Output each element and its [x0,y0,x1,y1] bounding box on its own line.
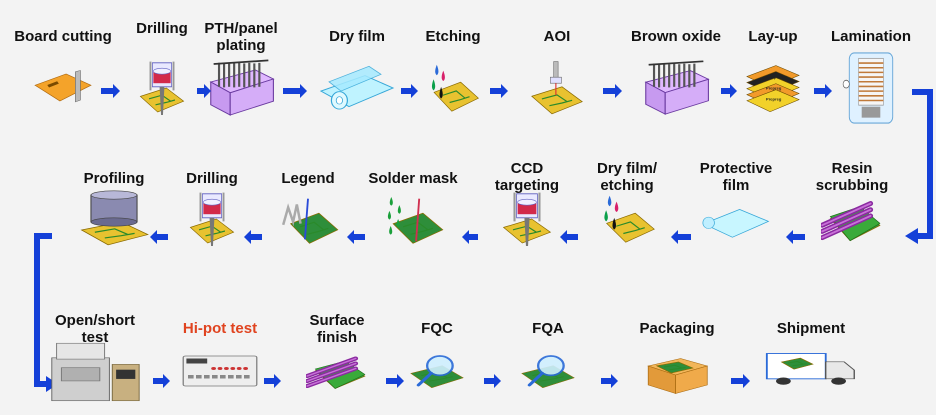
roller-icon [821,200,881,241]
step-label-ccd-targeting: CCD targeting [494,160,560,194]
step-label-surface-finish: Surface finish [309,312,365,346]
step-label-legend: Legend [281,170,335,187]
film-sheet-icon [702,208,770,238]
step-label-etching: Etching [425,28,481,45]
tester-device-icon [182,355,258,386]
step-label-lay-up: Lay-up [748,28,798,45]
magnifier-icon [521,354,575,388]
plating-tank-icon [209,59,275,116]
step-label-shipment: Shipment [776,320,846,337]
step-label-dry-film-etching: Dry film/ etching [596,160,658,194]
drill-icon [189,192,235,246]
test-machine-icon [51,342,140,401]
drill-icon [502,192,552,246]
step-label-solder-mask: Solder mask [368,170,458,187]
step-label-fqa: FQA [532,320,564,337]
step-label-board-cutting: Board cutting [14,28,112,45]
press-icon [842,51,894,124]
layer-text: Prepreg [766,97,782,102]
step-label-lamination: Lamination [830,28,912,45]
step-label-fqc: FQC [421,320,453,337]
etching-icon [604,195,655,243]
layer-text: Prepreg [766,86,782,91]
step-label-drilling-1: Drilling [136,20,188,37]
step-label-resin-scrubbing: Resin scrubbing [815,160,889,194]
step-label-drilling-2: Drilling [186,170,238,187]
drill-icon [139,61,185,115]
solder-mask-icon [387,196,444,244]
step-label-aoi: AOI [543,28,571,45]
step-label-pth-panel-plating: PTH/panel plating [204,20,278,54]
roller-icon [306,356,366,389]
etching-icon [431,64,479,112]
connector-arrowhead [905,228,918,244]
step-label-packaging: Packaging [639,320,715,337]
router-icon [80,190,149,245]
magnifier-icon [410,354,464,388]
step-label-brown-oxide: Brown oxide [630,28,722,45]
film-roll-icon [319,65,395,110]
layer-text: Copper foil [766,75,787,80]
step-label-profiling: Profiling [83,170,145,187]
box-icon [647,357,709,394]
plating-tank-icon [644,59,710,115]
step-label-protective-film: Protective film [699,160,773,194]
truck-icon [765,352,855,385]
legend-print-icon [282,198,339,244]
board-icon [34,70,92,103]
inspection-probe-icon [531,60,583,114]
step-label-dry-film: Dry film [329,28,385,45]
step-label-hi-pot-test: Hi-pot test [182,320,258,337]
step-label-open-short-test: Open/short test [54,312,136,346]
